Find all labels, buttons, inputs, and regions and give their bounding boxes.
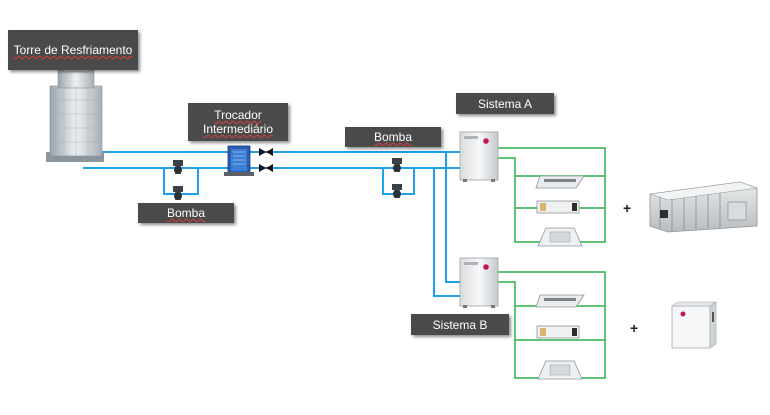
vrf-outdoor-unit-icon (459, 257, 499, 308)
system-b-refrigerant-return (498, 281, 560, 379)
air-handling-unit-icon (649, 181, 758, 233)
system-b-label-text: Sistema B (432, 317, 488, 332)
duct-unit-icon (536, 200, 580, 214)
pump-icon (392, 184, 402, 198)
valve-icon (259, 148, 273, 156)
vrf-outdoor-unit-icon (459, 131, 499, 182)
right-pump-label-text: Bomba (373, 130, 413, 144)
pump-icon (392, 158, 402, 172)
system-a-refrigerant-return (498, 157, 560, 243)
valve-icon (259, 164, 273, 172)
heat-exchanger-label: Trocador Intermediário (188, 103, 288, 141)
four-way-cassette-icon (537, 360, 583, 380)
plus-sign-ahu: + (623, 200, 632, 216)
duct-unit-icon (536, 325, 580, 339)
refrigerant-piping (498, 147, 606, 379)
cooling-tower-label-text: Torre de Resfriamento (13, 43, 133, 57)
cooling-tower-label: Torre de Resfriamento (8, 30, 138, 70)
hydro-kit-icon (671, 301, 717, 349)
system-b-label: Sistema B (411, 314, 509, 335)
left-pump-label: Bomba (138, 203, 234, 223)
heat-exchanger-label-line2: Intermediário (202, 122, 274, 136)
cooling-tower-icon (46, 63, 104, 162)
system-b-refrigerant-main (498, 271, 606, 379)
system-b-supply-pipe (433, 168, 460, 297)
right-pump-label: Bomba (345, 127, 441, 147)
system-a-refrigerant-main (498, 147, 606, 243)
ceiling-cassette-icon (535, 294, 585, 308)
heat-exchanger-icon (224, 145, 254, 176)
ceiling-cassette-icon (535, 175, 585, 189)
system-a-label: Sistema A (456, 93, 554, 114)
four-way-cassette-icon (537, 227, 583, 247)
water-piping (83, 151, 460, 297)
pump-icon (173, 186, 183, 200)
heat-exchanger-label-line1: Trocador (214, 108, 262, 122)
pump-icon (173, 160, 183, 174)
system-a-label-text: Sistema A (477, 96, 533, 111)
system-b-return-pipe (445, 152, 460, 283)
left-pump-label-text: Bomba (166, 206, 206, 220)
plus-sign-hydro-kit: + (630, 320, 639, 336)
